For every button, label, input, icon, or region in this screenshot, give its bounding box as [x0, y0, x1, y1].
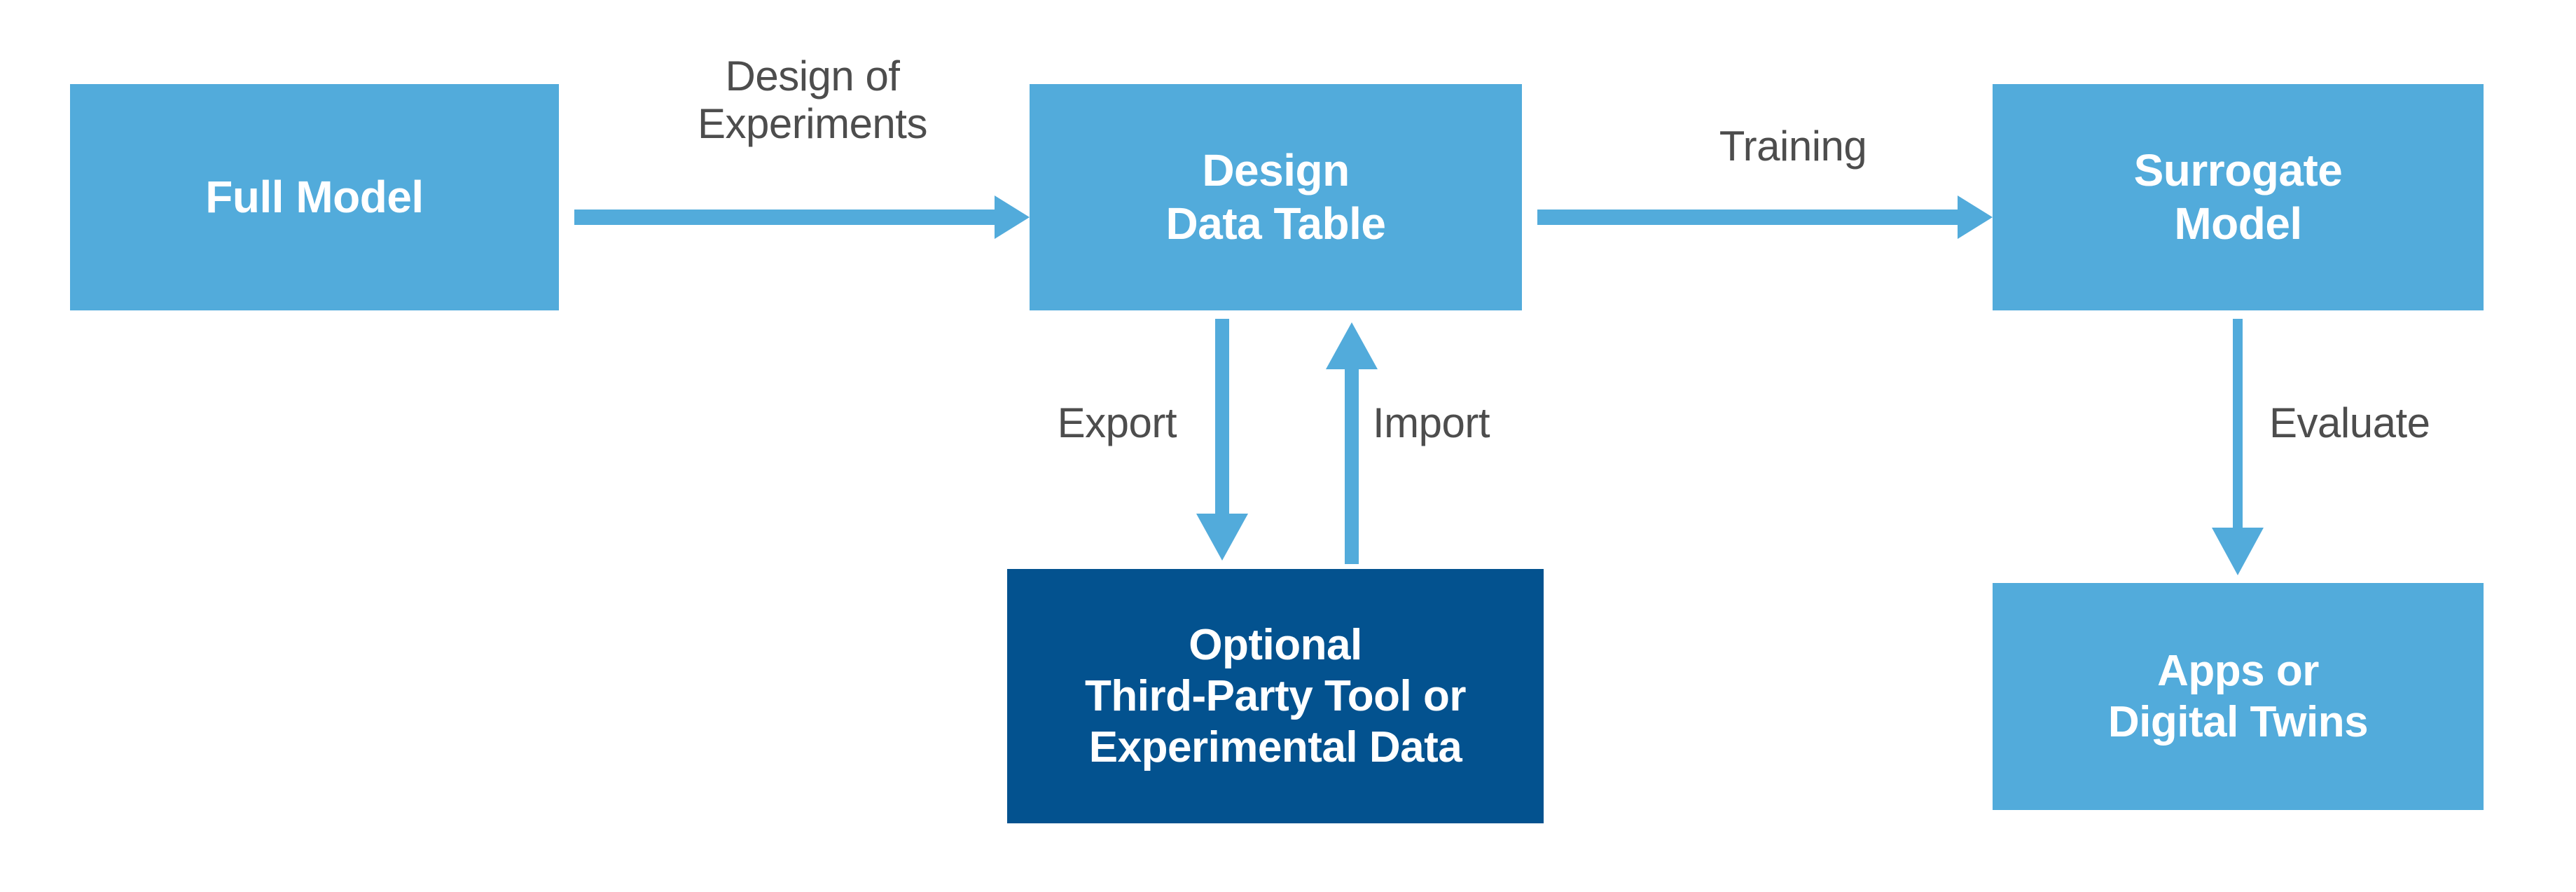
- edge-label-import: Import: [1373, 399, 1490, 446]
- node-full-model-label: Full Model: [205, 171, 424, 222]
- edge-label-evaluate: Evaluate: [2269, 399, 2430, 446]
- node-design-data-table-label: Design Data Table: [1165, 144, 1386, 249]
- arrow-design-of-experiments: [574, 195, 1030, 239]
- node-apps-or-digital-twins-label: Apps or Digital Twins: [2107, 646, 2369, 746]
- node-third-party-tool-label: Optional Third-Party Tool or Experimenta…: [1085, 620, 1466, 772]
- node-surrogate-model-label: Surrogate Model: [2133, 144, 2343, 249]
- edge-label-training: Training: [1719, 123, 1867, 170]
- node-design-data-table[interactable]: Design Data Table: [1030, 84, 1522, 310]
- arrow-import: [1326, 322, 1378, 564]
- edge-label-export: Export: [1057, 399, 1177, 446]
- node-apps-or-digital-twins[interactable]: Apps or Digital Twins: [1993, 583, 2484, 810]
- arrow-export: [1196, 319, 1248, 561]
- node-full-model[interactable]: Full Model: [70, 84, 559, 310]
- arrow-training: [1537, 195, 1993, 239]
- arrow-evaluate: [2212, 319, 2264, 575]
- node-third-party-tool[interactable]: Optional Third-Party Tool or Experimenta…: [1007, 569, 1544, 823]
- edge-label-design-of-experiments: Design of Experiments: [698, 53, 927, 148]
- node-surrogate-model[interactable]: Surrogate Model: [1993, 84, 2484, 310]
